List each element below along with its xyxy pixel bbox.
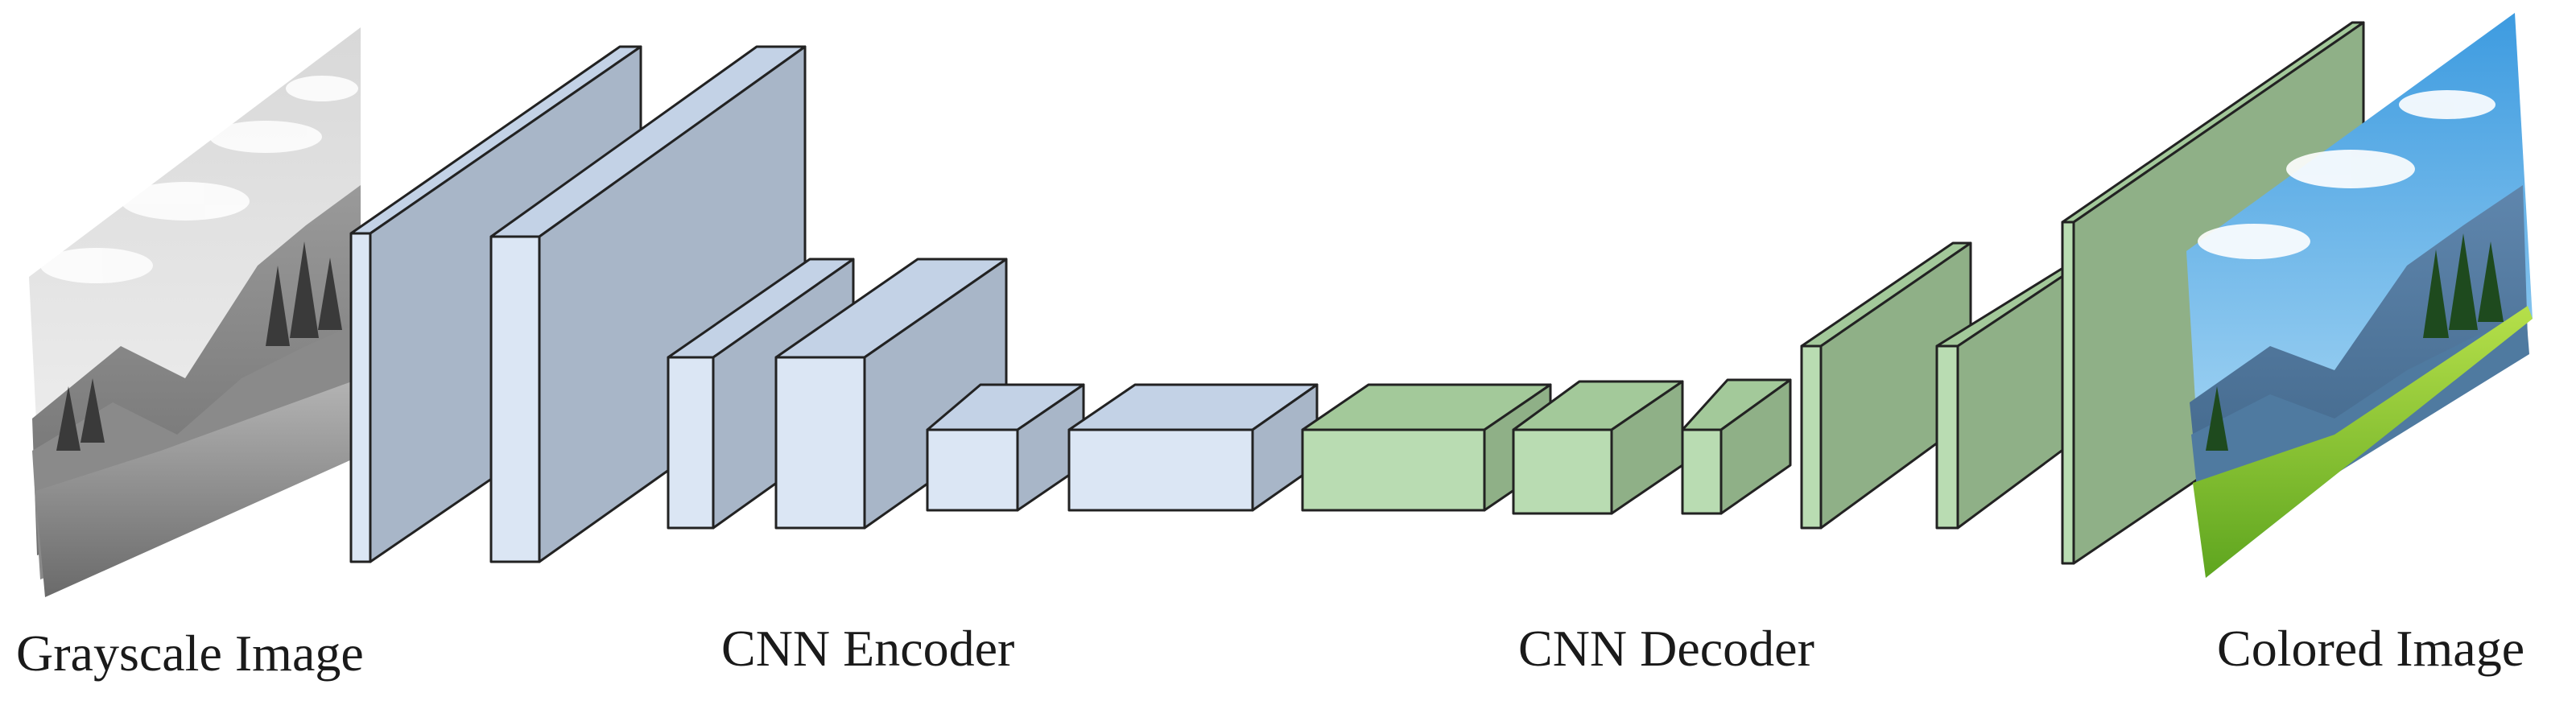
grayscale-image-label: Grayscale Image xyxy=(16,625,364,682)
cnn-decoder-label: CNN Decoder xyxy=(1518,620,1814,677)
encoder-layer-5 xyxy=(926,383,1085,512)
colored-output-image xyxy=(2186,13,2533,578)
cnn-encoder-label: CNN Encoder xyxy=(721,620,1014,677)
encoder-layer-6 xyxy=(1067,383,1319,512)
encoder-layer-2 xyxy=(489,45,807,563)
decoder-layer-5 xyxy=(1935,261,2085,530)
colored-image-label: Colored Image xyxy=(2217,620,2524,677)
decoder-layer-3 xyxy=(1681,378,1792,515)
encoder-layer-4 xyxy=(774,258,1008,530)
decoder-layer-4 xyxy=(1800,241,1972,530)
decoder-layer-2 xyxy=(1512,380,1684,515)
encoder-layers xyxy=(349,45,1319,563)
grayscale-input-image xyxy=(29,27,361,597)
